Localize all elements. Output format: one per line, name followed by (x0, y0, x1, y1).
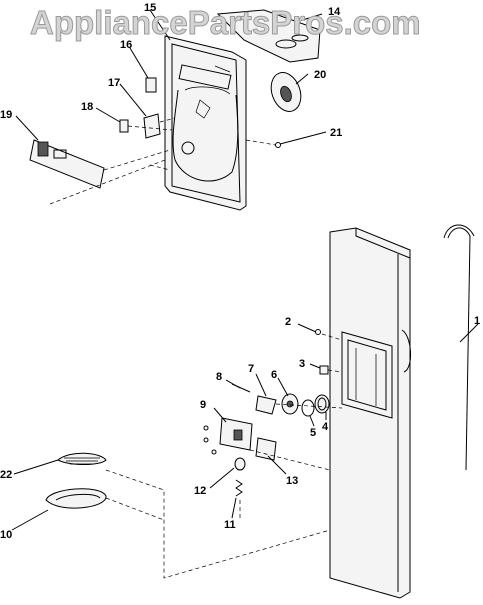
callout-7: 7 (248, 363, 254, 375)
grille-part-22[interactable] (57, 452, 107, 465)
grommet-part-12[interactable] (234, 457, 246, 471)
solenoid-part-9[interactable] (203, 417, 253, 455)
callout-10: 10 (0, 529, 12, 541)
actuator-part-20[interactable] (266, 68, 306, 115)
drip-tray-part-10[interactable] (45, 488, 107, 509)
callout-21: 21 (330, 127, 342, 139)
dispenser-housing-part-15[interactable] (164, 35, 247, 211)
callout-8: 8 (216, 371, 222, 383)
callout-11: 11 (224, 519, 236, 531)
callout-labels: 1 2 3 4 5 6 7 8 9 10 11 12 13 14 15 16 1… (0, 2, 480, 541)
door-panel[interactable] (329, 227, 411, 599)
callout-9: 9 (200, 399, 206, 411)
callout-6: 6 (271, 369, 277, 381)
spring-part-11[interactable] (235, 479, 243, 497)
switch-part-17[interactable] (143, 113, 161, 139)
switch-part-13[interactable] (255, 437, 277, 461)
ring-part-4[interactable] (314, 394, 330, 414)
callout-15: 15 (144, 2, 156, 14)
callout-3: 3 (299, 358, 305, 370)
callout-1: 1 (474, 315, 480, 327)
fitting-part-3[interactable] (319, 365, 329, 375)
callout-5: 5 (310, 427, 316, 439)
callout-16: 16 (120, 39, 132, 51)
callout-20: 20 (314, 69, 326, 81)
screw-part-2[interactable] (315, 329, 321, 335)
callout-19: 19 (0, 109, 12, 121)
callout-14: 14 (328, 6, 341, 18)
bracket-part-16[interactable] (145, 77, 157, 93)
callout-2: 2 (285, 316, 291, 328)
tube-part-1[interactable] (443, 224, 475, 471)
callout-12: 12 (194, 485, 206, 497)
lever-part-7[interactable] (255, 395, 277, 415)
control-board-part-19[interactable] (29, 139, 105, 189)
flap-part-6[interactable] (281, 393, 299, 415)
callout-18: 18 (81, 101, 93, 113)
clip-part-18[interactable] (119, 119, 129, 133)
leader-lines (11, 9, 479, 531)
watermark-logo: AppliancePartsPros.com (30, 4, 422, 42)
callout-22: 22 (0, 469, 12, 481)
callout-4: 4 (322, 421, 329, 433)
screw-part-21[interactable] (275, 142, 281, 148)
callout-13: 13 (286, 475, 298, 487)
ring-part-5[interactable] (301, 399, 315, 417)
control-panel-part-14[interactable] (216, 9, 321, 63)
callout-17: 17 (108, 77, 120, 89)
